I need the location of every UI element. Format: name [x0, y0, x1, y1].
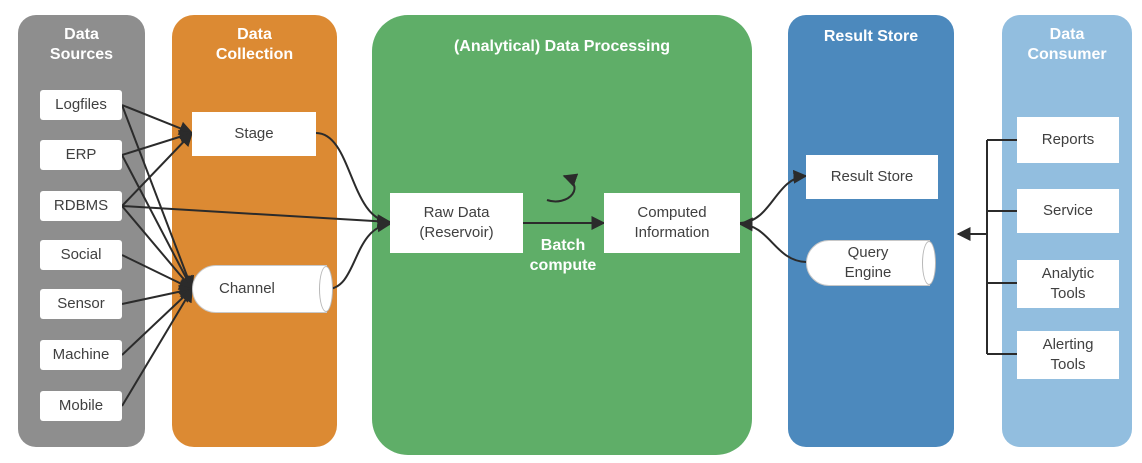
consumer-analytic-line1: Analytic: [1041, 265, 1095, 282]
batch-compute-label: Batch compute: [518, 236, 608, 276]
data-collection-title-line1: Data: [237, 26, 272, 43]
edge-machine-channel: [121, 288, 194, 356]
stage-box: Stage: [192, 112, 316, 156]
result-store-panel: Result Store: [788, 15, 954, 447]
result-store-box: Result Store: [806, 155, 938, 199]
computed-line2: Information: [634, 224, 710, 241]
edge-logfiles-stage: [121, 104, 194, 135]
edge-rdbms-channel: [121, 205, 193, 291]
data-sources-title-line1: Data: [64, 26, 99, 43]
raw-data-line2: (Reservoir): [419, 224, 494, 241]
consumer-alerting-line2: Tools: [1050, 356, 1086, 373]
data-consumer-title-line2: Consumer: [1027, 46, 1107, 63]
data-sources-title: Data Sources: [18, 25, 145, 65]
consumer-analytic-tools: Analytic Tools: [1017, 260, 1119, 308]
consumer-alerting-tools: Alerting Tools: [1017, 331, 1119, 379]
computed-line1: Computed: [637, 204, 707, 221]
edge-rdbms-stage: [121, 131, 193, 207]
query-engine-cylinder: Query Engine: [806, 240, 936, 286]
consumer-service: Service: [1017, 189, 1119, 233]
consumer-service-label: Service: [1042, 202, 1094, 219]
channel-cylinder: Channel: [192, 265, 333, 313]
edge-sensor-channel: [121, 284, 194, 305]
query-engine-cylinder-end: [922, 241, 936, 285]
source-machine: Machine: [40, 340, 122, 370]
batch-line1: Batch: [540, 237, 586, 254]
source-mobile: Mobile: [40, 391, 122, 421]
data-collection-title-line2: Collection: [215, 46, 294, 63]
query-engine-line2: Engine: [844, 264, 892, 281]
source-sensor: Sensor: [40, 289, 122, 319]
source-rdbms: RDBMS: [40, 191, 122, 221]
consumer-reports-label: Reports: [1041, 131, 1095, 148]
consumer-reports: Reports: [1017, 117, 1119, 163]
source-erp: ERP: [40, 140, 122, 170]
data-consumer-title-line1: Data: [1049, 26, 1085, 43]
data-collection-title: Data Collection: [172, 25, 337, 65]
computed-information-box: Computed Information: [604, 193, 740, 253]
edge-logfiles-channel: [121, 104, 195, 291]
edge-query-engine-computed: [738, 217, 807, 263]
data-consumer-title: Data Consumer: [1002, 25, 1132, 65]
edge-channel-raw-data: [326, 218, 392, 290]
edge-computed-result-store: [739, 169, 808, 224]
data-collection-panel: Data Collection: [172, 15, 337, 447]
data-sources-title-line2: Sources: [49, 46, 114, 63]
edge-erp-channel: [121, 154, 193, 291]
channel-label: Channel: [219, 280, 275, 297]
raw-data-line1: Raw Data: [423, 204, 490, 221]
raw-data-box: Raw Data (Reservoir): [390, 193, 523, 253]
edge-rdbms-raw-data: [121, 205, 392, 229]
query-engine-line1: Query: [847, 244, 889, 261]
edge-stage-raw-data: [315, 132, 392, 229]
data-processing-title: (Analytical) Data Processing: [453, 38, 671, 55]
edge-mobile-channel: [121, 287, 193, 407]
edge-social-channel: [121, 254, 194, 290]
data-sources-panel: Data Sources: [18, 15, 145, 447]
source-social: Social: [40, 240, 122, 270]
source-logfiles: Logfiles: [40, 90, 122, 120]
channel-cylinder-end: [319, 266, 333, 312]
consumer-analytic-line2: Tools: [1050, 285, 1086, 302]
result-store-title: Result Store: [823, 28, 919, 45]
consumer-alerting-line1: Alerting: [1042, 336, 1094, 353]
batch-loop-icon: [546, 173, 579, 203]
batch-line2: compute: [529, 257, 597, 274]
